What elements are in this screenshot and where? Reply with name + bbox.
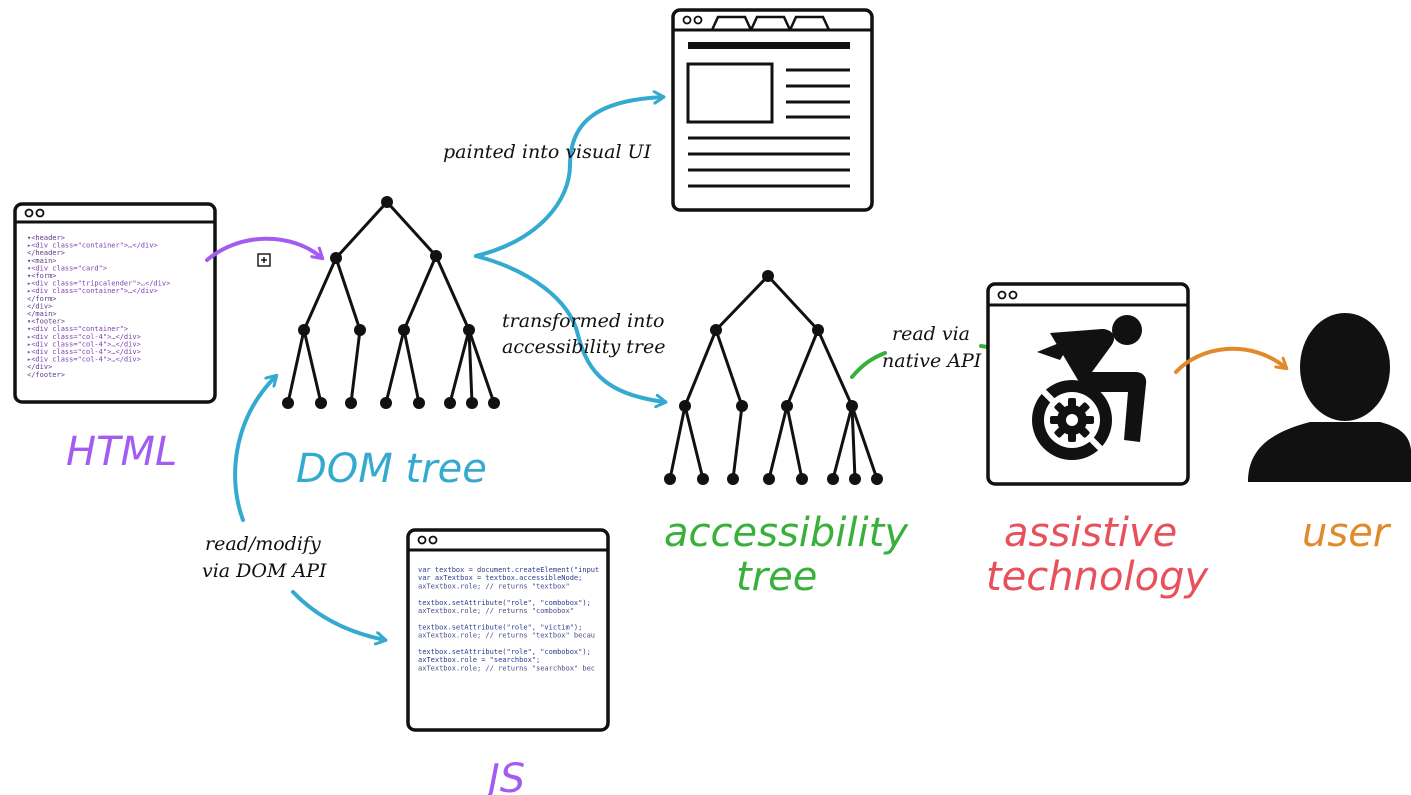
code-line: ▸<div class="container">…</div> (27, 287, 158, 295)
label-painted: painted into visual UI (443, 141, 652, 163)
code-line: textbox.setAttribute("role", "victim"); (418, 623, 582, 631)
code-line: </div> (27, 363, 52, 371)
browser-page-icon (671, 8, 874, 212)
label-html: HTML (66, 429, 177, 475)
expand-box-icon (257, 253, 271, 267)
code-line: ▸<div class="container">…</div> (27, 242, 158, 250)
code-line: textbox.setAttribute("role", "combobox")… (418, 648, 591, 656)
code-line: </form> (27, 295, 57, 303)
label-js: JS (481, 756, 525, 795)
code-line: </div> (27, 302, 52, 310)
label-assistive-1: assistive (1004, 510, 1177, 556)
code-line: </main> (27, 310, 57, 318)
js-window: var textbox = document.createElement("in… (406, 528, 610, 732)
code-line: ▸<div class="col-4">…</div> (27, 356, 141, 364)
code-line: var textbox = document.createElement("in… (418, 566, 599, 574)
arrow-html-to-dom (205, 236, 322, 262)
arrow-native-api-left (850, 351, 887, 379)
label-dom-tree: DOM tree (296, 446, 487, 492)
html-window: ▾<header> ▸<div class="container">…</div… (13, 202, 217, 404)
code-line: ▸<div class="col-4">…</div> (27, 333, 141, 341)
arrow-read-modify-down (291, 590, 385, 640)
dom-tree (282, 196, 500, 409)
code-line: ▾<form> (27, 272, 57, 280)
code-line: ▾<header> (27, 234, 65, 242)
code-line: axTextbox.role; // returns "textbox" bec… (418, 632, 595, 640)
accessibility-tree (664, 270, 883, 485)
code-line: ▸<div class="col-4">…</div> (27, 348, 141, 356)
label-read-via-1: read via (892, 323, 970, 345)
code-line: ▸<div class="col-4">…</div> (27, 340, 141, 348)
code-line: </header> (27, 249, 65, 257)
label-read-via-2: native API (882, 350, 982, 372)
label-read-modify-2: via DOM API (202, 560, 327, 582)
arrow-painted (474, 97, 663, 258)
label-transformed-1: transformed into (502, 310, 664, 332)
user-silhouette-icon (1248, 313, 1411, 482)
code-line: axTextbox.role; // returns "searchbox" b… (418, 664, 595, 672)
label-transformed-2: accessibility tree (502, 336, 665, 358)
label-assistive-2: technology (986, 554, 1209, 600)
code-line: ▸<div class="tripcalender">…</div> (27, 280, 170, 288)
code-line: </footer> (27, 371, 65, 379)
label-read-modify-1: read/modify (205, 533, 321, 555)
html-code: ▾<header> ▸<div class="container">…</div… (27, 234, 170, 379)
js-code: var textbox = document.createElement("in… (418, 566, 599, 672)
wheelchair-gear-icon (1032, 315, 1147, 460)
arrow-transformed (474, 254, 665, 402)
arrow-read-modify-up (233, 376, 276, 522)
code-line: axTextbox.role; // returns "combobox" (418, 607, 574, 615)
code-line: ▾<div class="container"> (27, 325, 128, 333)
label-user: user (1302, 510, 1392, 556)
label-accessibility-1: accessibility (664, 510, 909, 556)
code-line: ▾<footer> (27, 318, 65, 326)
label-accessibility-2: tree (736, 554, 817, 600)
code-line: ▾<div class="card"> (27, 264, 107, 272)
code-line: textbox.setAttribute("role", "combobox")… (418, 599, 591, 607)
code-line: axTextbox.role = "searchbox"; (418, 656, 540, 664)
arrow-to-user (1174, 346, 1286, 374)
code-line: axTextbox.role; // returns "textbox" (418, 582, 570, 590)
code-line: ▾<main> (27, 257, 57, 265)
code-line: var axTextbox = textbox.accessibleNode; (418, 574, 582, 582)
